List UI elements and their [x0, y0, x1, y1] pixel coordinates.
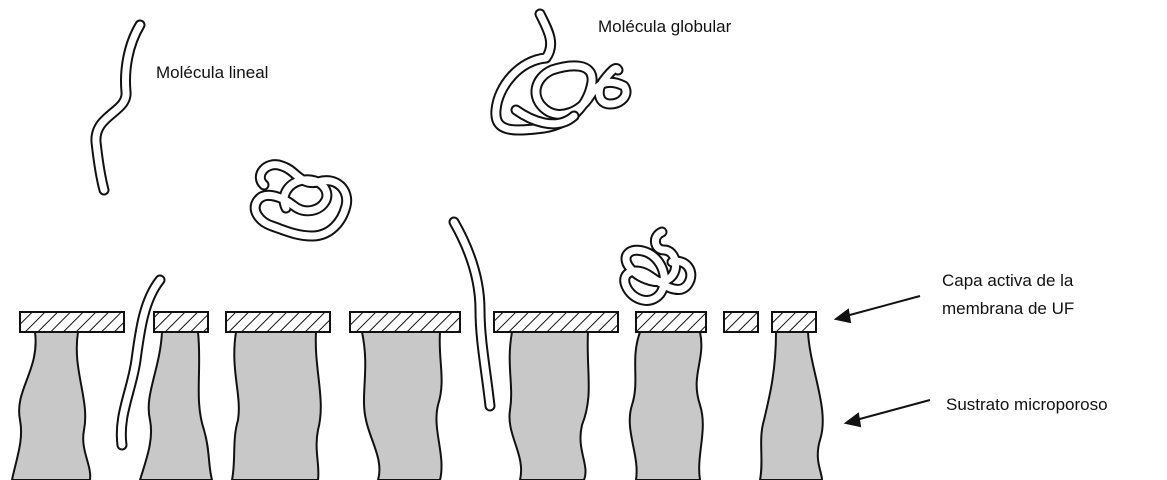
active-layer-segment — [226, 312, 330, 332]
label-active-layer-line2: membrana de UF — [942, 299, 1074, 318]
active-layer-segment — [636, 312, 706, 332]
active-layer-segment — [772, 312, 816, 332]
globular-molecule-on-membrane — [625, 232, 691, 300]
arrow-to-active-layer — [836, 296, 920, 322]
substrate-column — [760, 332, 823, 480]
globular-molecule-middle — [255, 165, 347, 236]
linear-molecule-free — [96, 25, 140, 190]
active-layer-segment — [350, 312, 460, 332]
active-layer-segment — [724, 312, 758, 332]
active-layer-segment — [20, 312, 124, 332]
active-layer-segment — [154, 312, 208, 332]
active-layer-segment — [494, 312, 618, 332]
arrow-to-substrate — [846, 400, 930, 426]
substrate-column — [630, 332, 703, 480]
substrate-column — [509, 332, 588, 480]
substrate-column — [140, 332, 212, 480]
label-linear-molecule: Molécula lineal — [156, 63, 268, 82]
substrate-column — [362, 332, 442, 480]
substrate-column — [12, 332, 90, 480]
label-substrate: Sustrato microporoso — [946, 395, 1108, 414]
substrate-column — [232, 332, 321, 480]
label-active-layer-line1: Capa activa de la — [942, 271, 1074, 290]
label-globular-molecule: Molécula globular — [598, 17, 732, 36]
annotation-arrows — [836, 296, 930, 426]
